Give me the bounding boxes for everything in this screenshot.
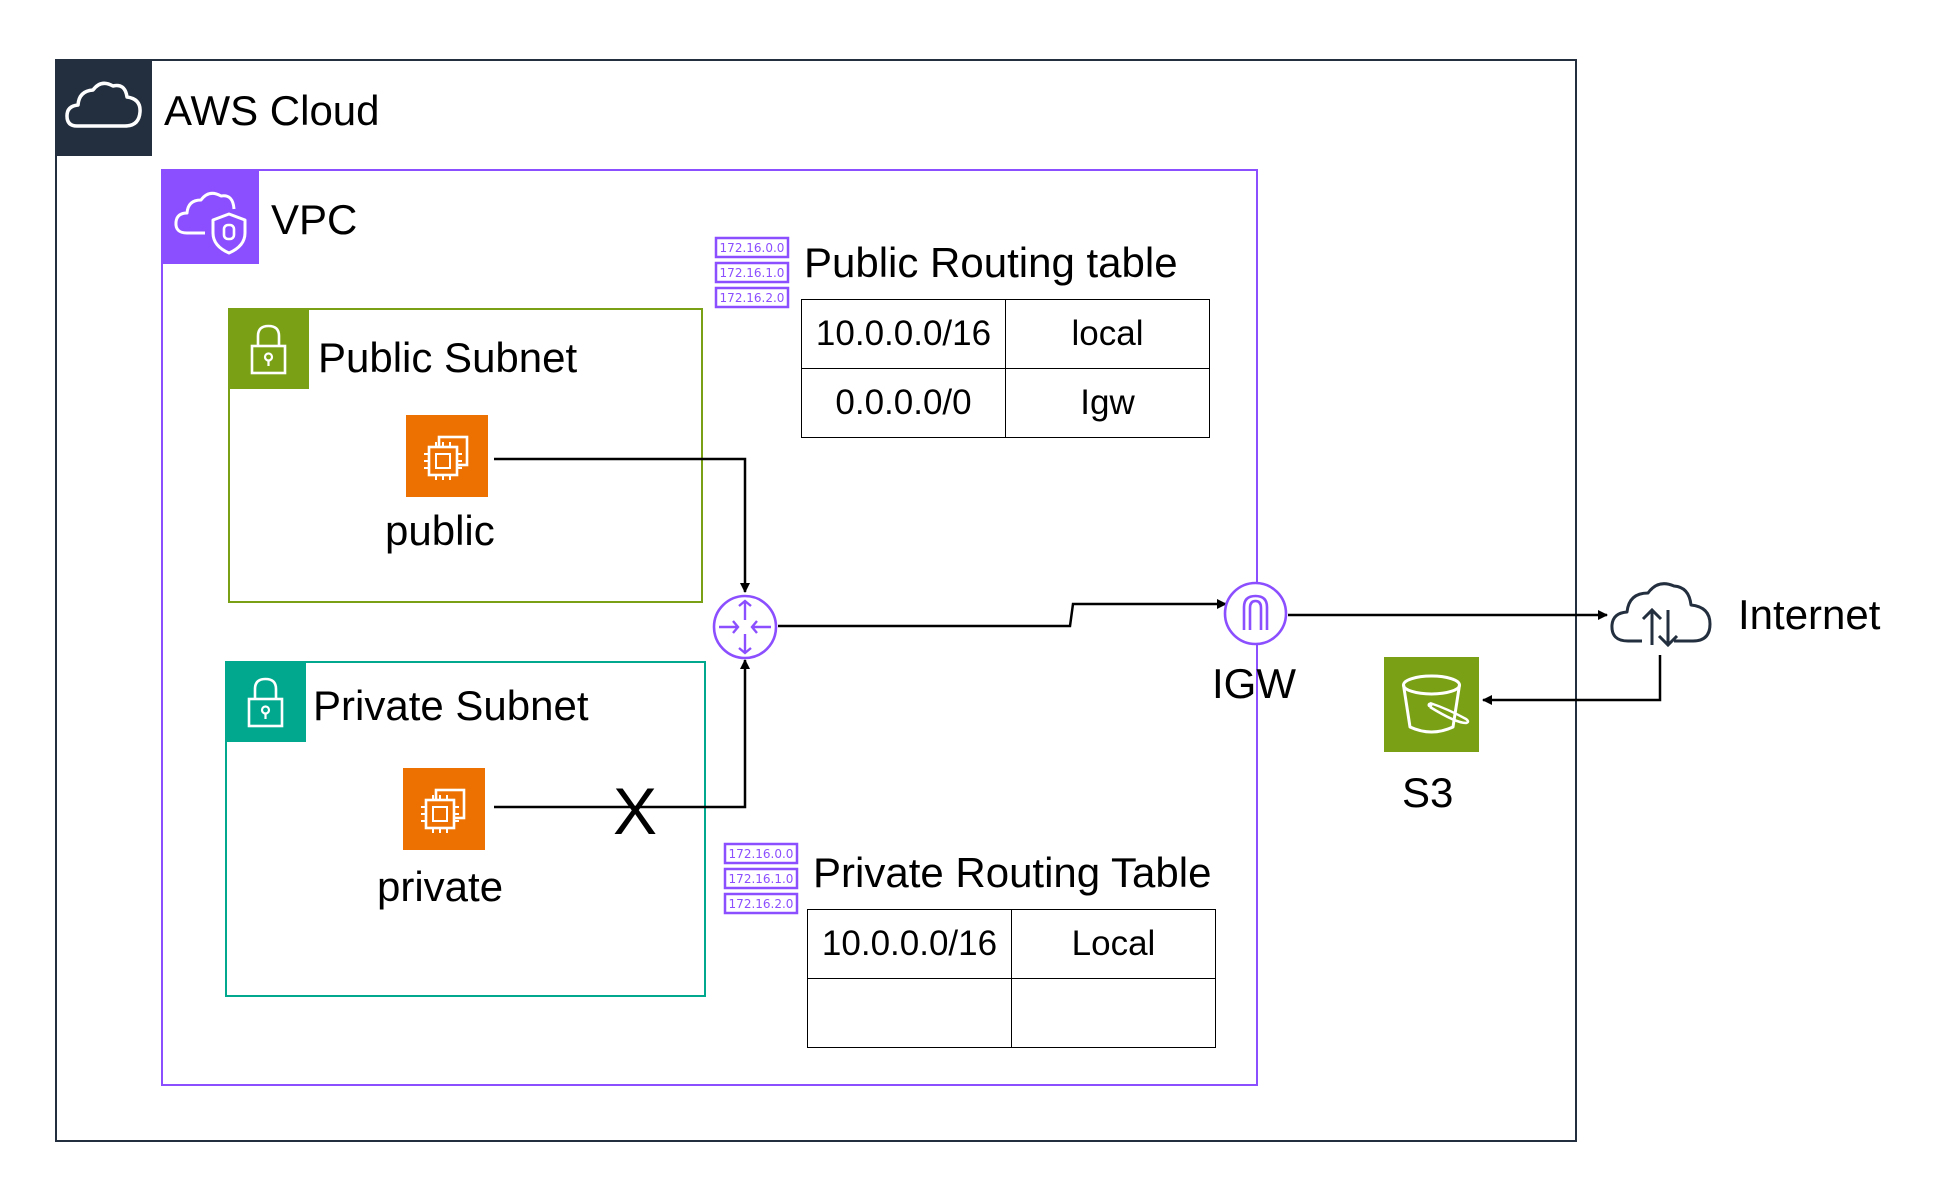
- router-to-igw-line: [778, 599, 1227, 628]
- table-row: [807, 978, 1216, 1048]
- private-routing-table: 10.0.0.0/16 Local: [807, 909, 1216, 1048]
- private-route-table-icon: 172.16.0.0 172.16.1.0 172.16.2.0: [723, 842, 799, 916]
- table-cell: [807, 978, 1012, 1048]
- vpc-title: VPC: [271, 196, 358, 243]
- s3-label: S3: [1402, 769, 1454, 816]
- private-instance-label: private: [377, 863, 504, 910]
- blocked-marker: X: [613, 774, 658, 848]
- private-ec2-instance-icon[interactable]: [403, 768, 485, 850]
- aws-cloud-group: [55, 59, 1577, 1142]
- cloud-icon: [55, 59, 152, 156]
- table-cell: 0.0.0.0/0: [801, 368, 1006, 438]
- aws-cloud-title: AWS Cloud: [164, 87, 380, 134]
- route-icon-label-2: 172.16.2.0: [729, 897, 794, 911]
- table-row: 10.0.0.0/16 Local: [807, 909, 1216, 979]
- route-icon-label-0: 172.16.0.0: [720, 241, 785, 255]
- table-cell: Igw: [1005, 368, 1210, 438]
- igw-label: IGW: [1212, 660, 1296, 707]
- public-subnet-group: [228, 308, 703, 603]
- router-icon[interactable]: [711, 593, 779, 661]
- private-subnet-title: Private Subnet: [313, 682, 589, 729]
- table-row: 10.0.0.0/16 local: [801, 299, 1210, 369]
- public-routing-table: 10.0.0.0/16 local 0.0.0.0/0 Igw: [801, 299, 1210, 438]
- public-routing-table-title: Public Routing table: [804, 239, 1178, 286]
- route-icon-label-1: 172.16.1.0: [720, 266, 785, 280]
- public-instance-label: public: [385, 507, 495, 554]
- route-icon-label-0: 172.16.0.0: [729, 847, 794, 861]
- route-icon-label-1: 172.16.1.0: [729, 872, 794, 886]
- public-to-router-line: [494, 457, 750, 593]
- route-icon-label-2: 172.16.2.0: [720, 291, 785, 305]
- table-cell: 10.0.0.0/16: [801, 299, 1006, 369]
- internet-label: Internet: [1738, 591, 1881, 638]
- private-subnet-group: [225, 661, 706, 997]
- private-to-router-line: [494, 659, 750, 809]
- table-cell: [1011, 978, 1216, 1048]
- s3-bucket-icon[interactable]: [1384, 657, 1479, 752]
- public-subnet-title: Public Subnet: [318, 334, 578, 381]
- public-ec2-instance-icon[interactable]: [406, 415, 488, 497]
- public-subnet-lock-icon: [228, 308, 309, 389]
- table-row: 0.0.0.0/0 Igw: [801, 368, 1210, 438]
- table-cell: Local: [1011, 909, 1216, 979]
- internet-gateway-icon[interactable]: [1222, 580, 1289, 647]
- internet-to-s3-line: [1482, 655, 1662, 705]
- table-cell: local: [1005, 299, 1210, 369]
- public-route-table-icon: 172.16.0.0 172.16.1.0 172.16.2.0: [714, 236, 790, 310]
- private-routing-table-title: Private Routing Table: [813, 849, 1212, 896]
- private-subnet-lock-icon: [225, 661, 306, 742]
- vpc-cloud-shield-icon: [161, 169, 259, 264]
- internet-cloud-icon[interactable]: [1608, 577, 1714, 648]
